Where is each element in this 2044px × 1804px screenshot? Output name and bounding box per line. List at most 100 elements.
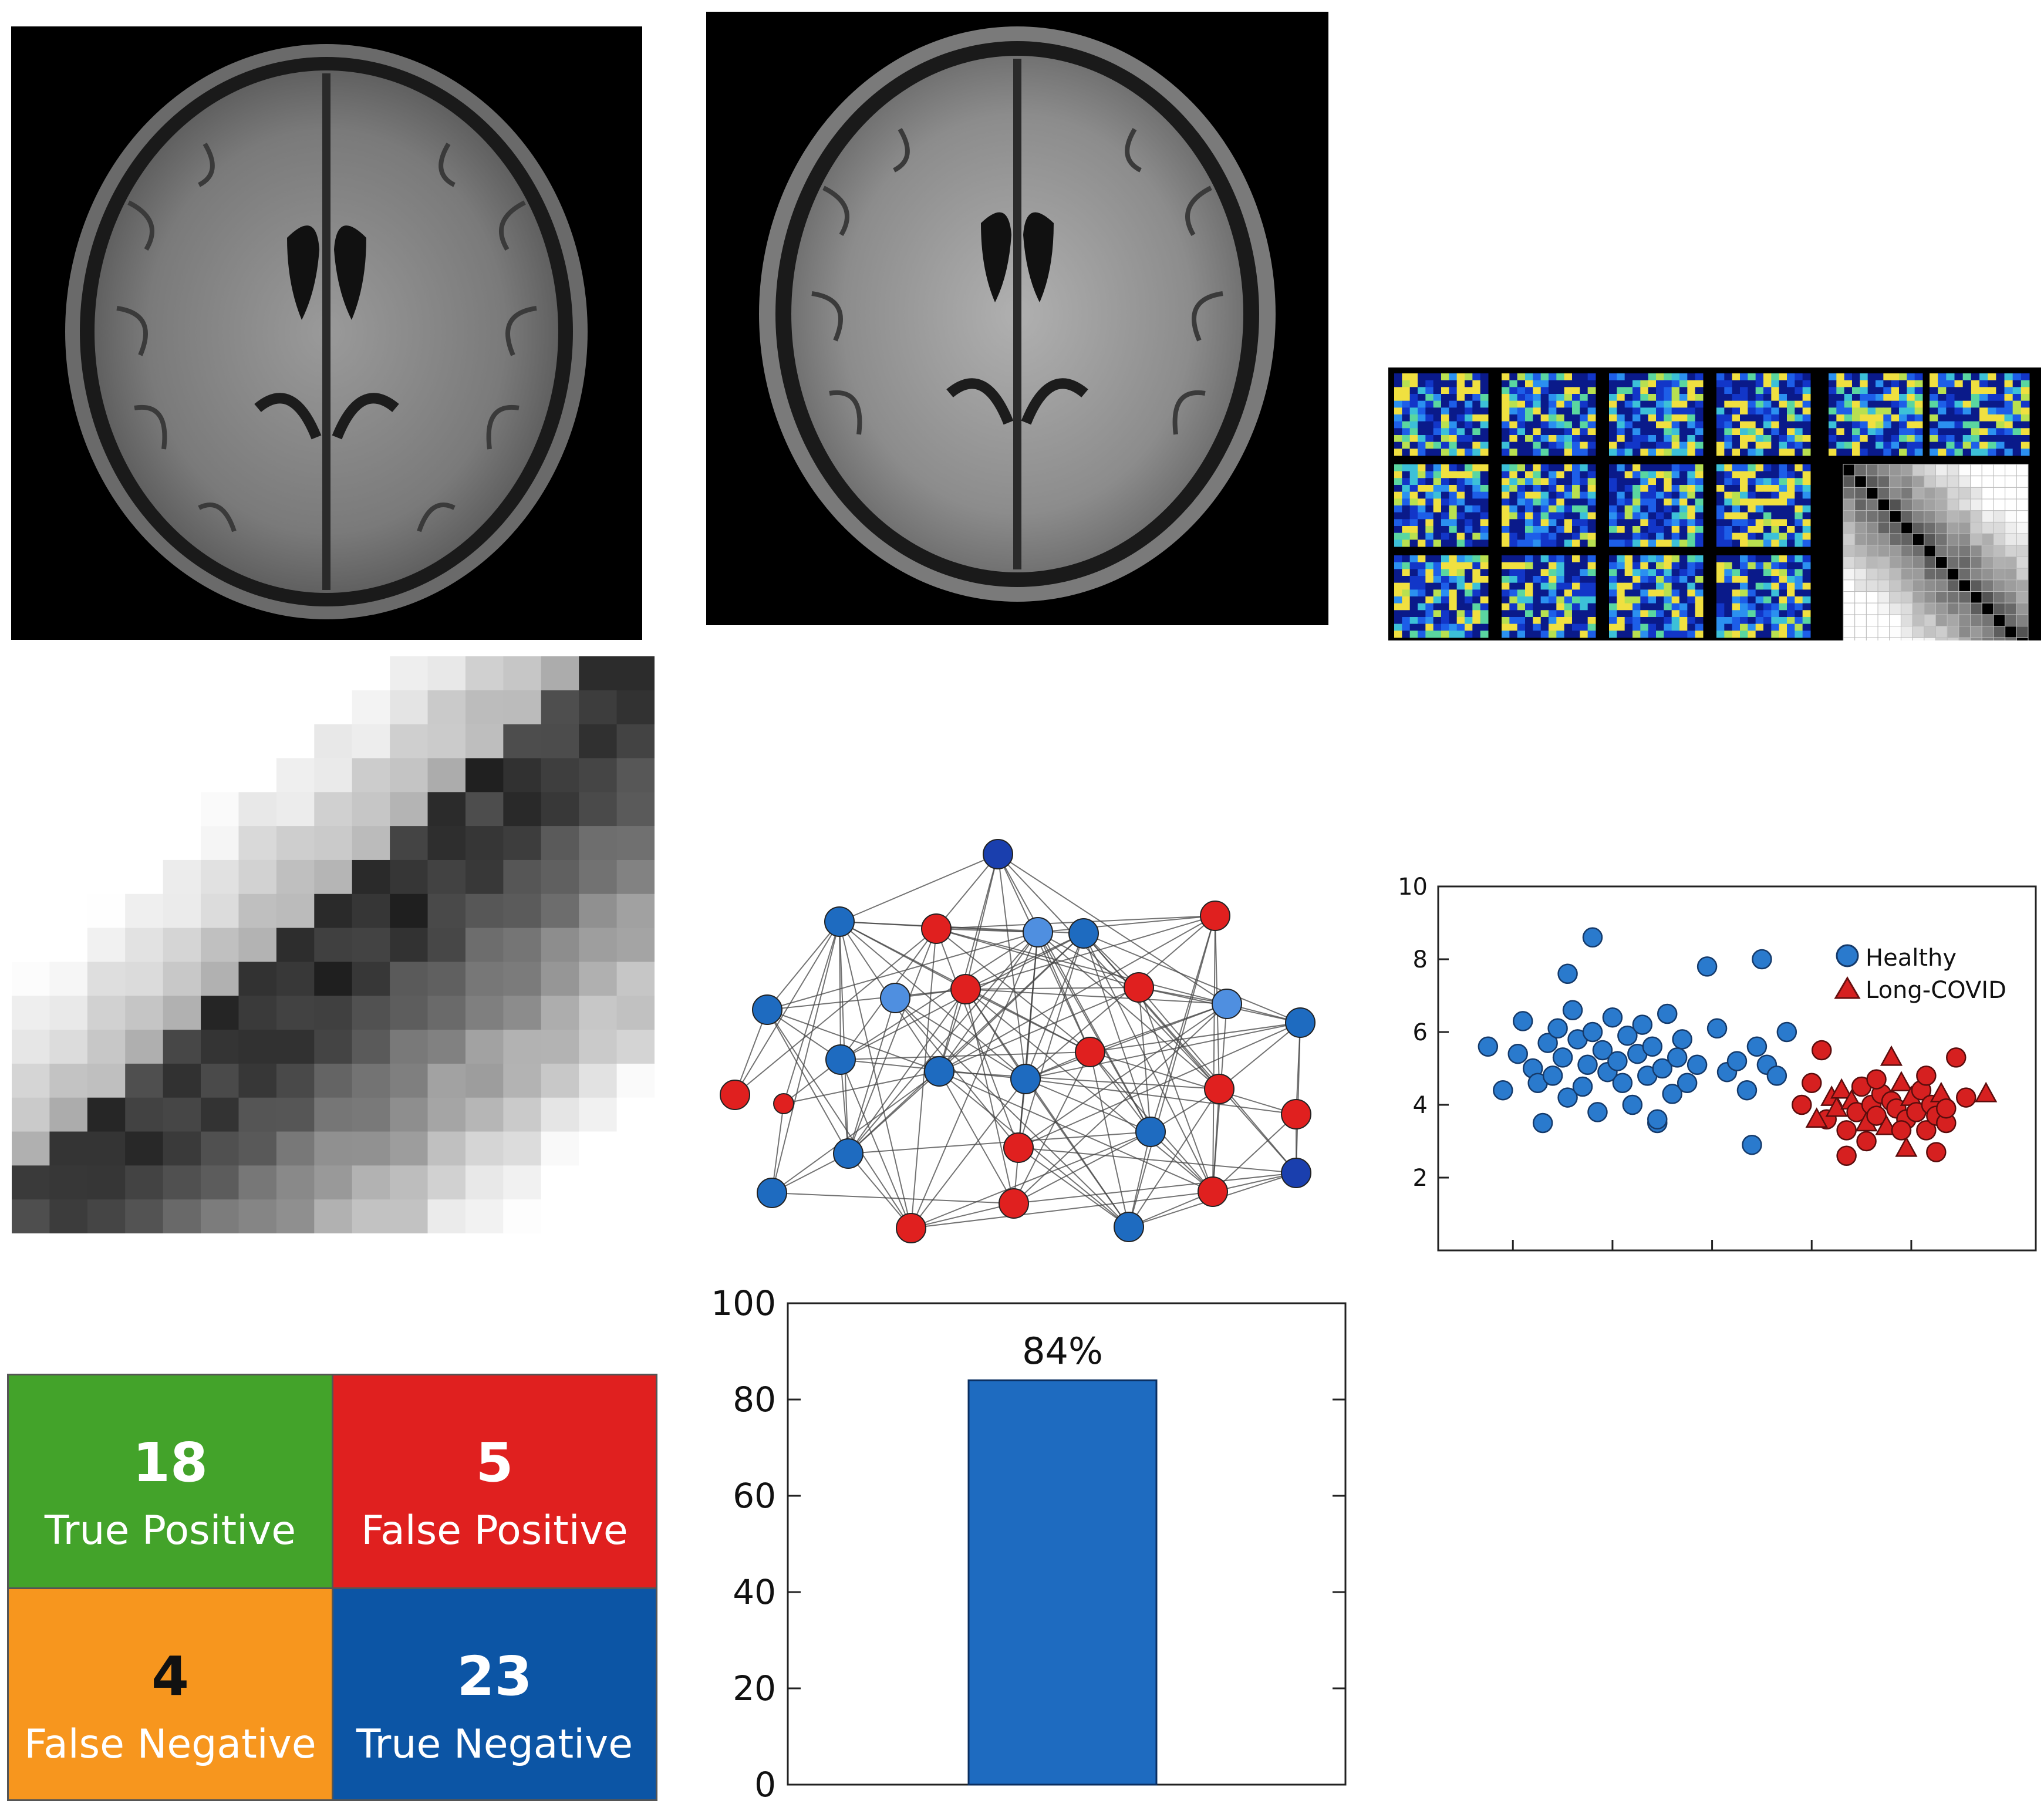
matrix-cell <box>87 656 126 691</box>
matrix-cell <box>616 1063 655 1098</box>
healthy-point <box>1652 1058 1672 1079</box>
feature-map-tile <box>1394 555 1489 638</box>
scatter-ytick-label: 8 <box>1413 946 1428 973</box>
matrix-cell <box>276 928 315 962</box>
network-node <box>1124 972 1154 1003</box>
matrix-cell <box>390 1063 429 1098</box>
matrix-cell <box>125 1097 164 1132</box>
healthy-point <box>1587 1102 1608 1122</box>
long-covid-point <box>1792 1094 1812 1115</box>
matrix-cell <box>201 1030 239 1064</box>
network-edge <box>840 1059 912 1229</box>
matrix-cell <box>427 792 466 827</box>
network-edge <box>965 989 1014 1204</box>
matrix-cell <box>579 893 618 929</box>
matrix-cell <box>541 1030 579 1064</box>
matrix-cell <box>427 1097 466 1132</box>
network-edge <box>734 921 840 1095</box>
brain-mri-left <box>11 26 642 640</box>
matrix-cell <box>163 826 201 861</box>
bar-ytick-label: 80 <box>733 1380 776 1419</box>
matrix-cell <box>125 928 164 962</box>
matrix-cell <box>276 690 315 725</box>
network-node <box>1200 901 1230 931</box>
matrix-cell <box>276 1165 315 1200</box>
cm-false-negative-value: 4 <box>151 1645 189 1708</box>
matrix-cell <box>12 928 50 962</box>
matrix-cell <box>49 826 88 861</box>
network-edge <box>910 1203 1014 1229</box>
matrix-cell <box>201 690 239 725</box>
network-edge <box>771 921 840 1193</box>
matrix-cell <box>503 724 542 758</box>
matrix-cell <box>125 962 164 996</box>
matrix-cell <box>465 962 504 996</box>
matrix-cell <box>427 724 466 758</box>
long-covid-point <box>1890 1071 1913 1092</box>
matrix-cell <box>427 690 466 725</box>
network-node <box>1285 1007 1316 1038</box>
matrix-cell <box>314 1165 353 1200</box>
network-edge <box>767 1009 940 1072</box>
network-edge <box>1037 932 1151 1132</box>
network-edge <box>939 1071 1014 1204</box>
feature-map-tile <box>1829 373 1923 456</box>
matrix-cell <box>12 996 50 1030</box>
network-edge <box>1212 915 1216 1192</box>
matrix-cell <box>201 1063 239 1098</box>
healthy-point <box>1622 1094 1643 1115</box>
network-edge <box>997 854 1026 1080</box>
matrix-cell <box>163 758 201 793</box>
matrix-cell <box>352 656 390 691</box>
matrix-cell <box>12 792 50 827</box>
healthy-point <box>1592 1040 1613 1061</box>
matrix-cell <box>238 928 277 962</box>
matrix-cell <box>163 724 201 758</box>
matrix-cell <box>579 1030 618 1064</box>
matrix-cell <box>616 792 655 827</box>
matrix-cell <box>238 792 277 827</box>
network-edge <box>910 1191 1213 1229</box>
matrix-cell <box>49 1199 88 1233</box>
matrix-cell <box>352 893 390 929</box>
matrix-cell <box>503 1131 542 1166</box>
matrix-cell <box>541 1199 579 1233</box>
network-edge <box>767 989 966 1010</box>
matrix-cell <box>125 1030 164 1064</box>
matrix-cell <box>503 656 542 691</box>
matrix-cell <box>238 1030 277 1064</box>
matrix-cell <box>125 826 164 861</box>
network-node <box>1023 917 1053 947</box>
network-edge <box>1296 1022 1301 1174</box>
matrix-cell <box>201 928 239 962</box>
matrix-cell <box>125 1063 164 1098</box>
feature-map-tile <box>1716 373 1811 456</box>
network-edge <box>1138 987 1213 1192</box>
long-covid-point <box>1946 1047 1967 1068</box>
network-edge <box>1018 933 1084 1148</box>
legend-healthy-marker <box>1836 944 1859 967</box>
matrix-cell <box>238 826 277 861</box>
network-edge <box>1013 1131 1151 1204</box>
matrix-cell <box>579 1131 618 1166</box>
matrix-cell <box>541 724 579 758</box>
matrix-cell <box>390 690 429 725</box>
matrix-cell <box>427 656 466 691</box>
feature-map-tile <box>1394 464 1489 547</box>
network-node <box>924 1056 954 1087</box>
matrix-cell <box>352 724 390 758</box>
network-edge <box>767 921 840 1010</box>
matrix-cell <box>238 859 277 895</box>
network-edge <box>1128 1131 1151 1228</box>
matrix-cell <box>427 996 466 1030</box>
connectivity-matrix <box>12 656 655 1233</box>
matrix-cell <box>238 690 277 725</box>
cm-true-negative-value: 23 <box>457 1645 532 1708</box>
scatter-legend: Healthy Long-COVID <box>1834 944 2006 1004</box>
matrix-cell <box>314 1030 353 1064</box>
matrix-cell <box>276 1131 315 1166</box>
network-edge <box>840 932 1038 1060</box>
long-covid-point <box>1830 1078 1853 1099</box>
bar-ytick-label: 20 <box>733 1668 776 1708</box>
long-covid-point <box>1805 1107 1828 1128</box>
